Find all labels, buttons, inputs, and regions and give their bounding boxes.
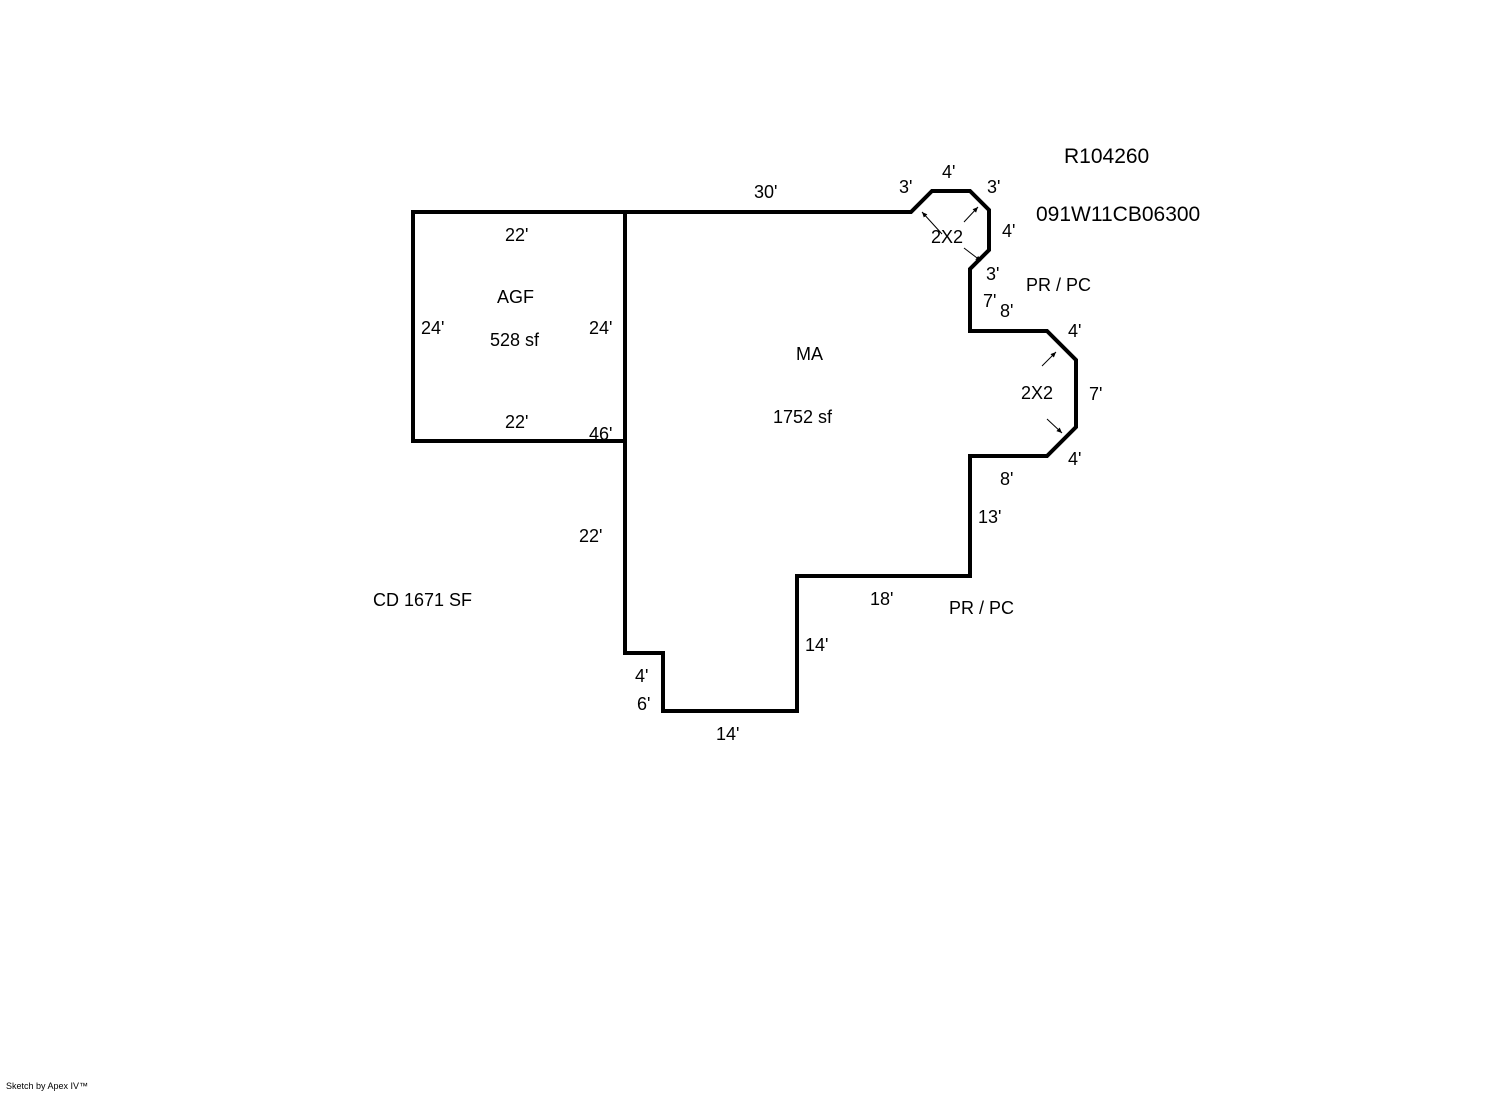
- dim-notch-horizontal: 6': [637, 694, 650, 714]
- main-area: 1752 sf: [773, 407, 833, 427]
- main-code: MA: [796, 344, 823, 364]
- dim-bay-upper-left: 3': [899, 177, 912, 197]
- record-id: R104260: [1064, 145, 1149, 168]
- dim-right-upper: 7': [983, 291, 996, 311]
- dim-garage-right: 24': [589, 318, 612, 338]
- parcel-number: 091W11CB06300: [1036, 203, 1200, 226]
- dim-bay-upper-bottom: 3': [986, 264, 999, 284]
- dim-bay-right-top: 4': [1068, 321, 1081, 341]
- bay-right-arrow-top: [1041, 351, 1057, 367]
- dim-bay-upper-side: 4': [1002, 221, 1015, 241]
- sketch-credit: Sketch by Apex IV™: [6, 1081, 89, 1091]
- garage-area: 528 sf: [490, 330, 540, 350]
- dim-bay-right-bottom: 4': [1068, 449, 1081, 469]
- dim-garage-left: 24': [421, 318, 444, 338]
- dim-notch-vertical: 4': [635, 666, 648, 686]
- dim-bay-upper-right: 3': [987, 177, 1000, 197]
- bay-upper-arrow-left: [921, 211, 943, 235]
- bay-upper-label: 2X2: [931, 227, 963, 247]
- garage-outline: [411, 210, 625, 443]
- deck-label: CD 1671 SF: [373, 590, 472, 610]
- porch-lower-label: PR / PC: [949, 598, 1014, 618]
- porch-upper-label: PR / PC: [1026, 275, 1091, 295]
- dim-bottom: 14': [716, 724, 739, 744]
- bay-upper-arrow-right-top: [963, 206, 979, 223]
- dim-garage-bottom: 22': [505, 412, 528, 432]
- dim-step-vertical: 14': [805, 635, 828, 655]
- bay-upper-arrow-right-bottom: [963, 247, 982, 262]
- dim-step-horizontal: 18': [870, 589, 893, 609]
- garage-code: AGF: [497, 287, 534, 307]
- dim-main-top: 30': [754, 182, 777, 202]
- bay-right-label: 2X2: [1021, 383, 1053, 403]
- dim-bay-upper-top: 4': [942, 162, 955, 182]
- dim-main-left-full: 46': [589, 424, 612, 444]
- dim-main-left-lower: 22': [579, 526, 602, 546]
- bay-right-arrow-bottom: [1046, 418, 1063, 434]
- dim-right-lower: 13': [978, 507, 1001, 527]
- dim-right-lower-run: 8': [1000, 469, 1013, 489]
- dim-garage-top: 22': [505, 225, 528, 245]
- dim-bay-right-side: 7': [1089, 384, 1102, 404]
- dim-right-upper-run: 8': [1000, 301, 1013, 321]
- main-area-outline: [623, 189, 1078, 713]
